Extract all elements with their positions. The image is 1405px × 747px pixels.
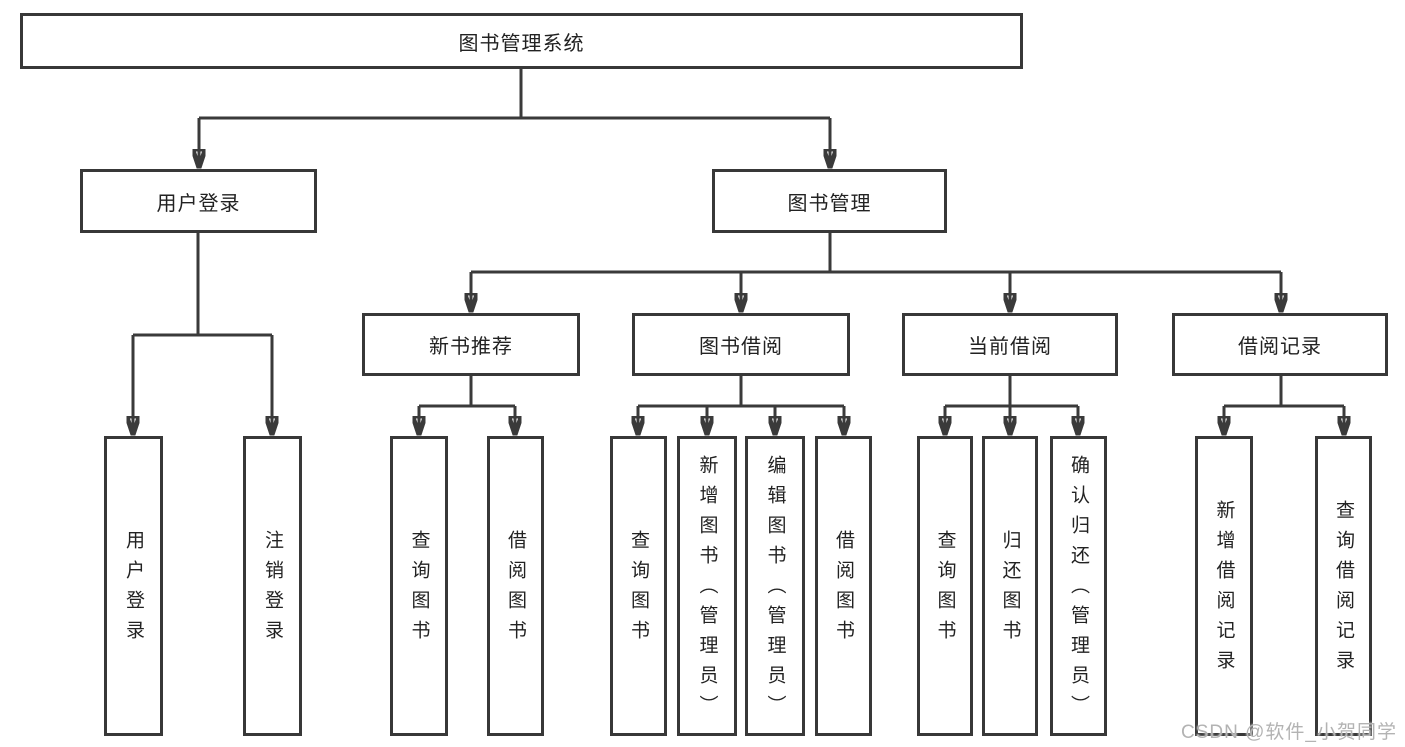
- leaf-user-login: 用户登录: [104, 436, 163, 736]
- leaf-query-borrow-record: 查询借阅记录: [1315, 436, 1372, 736]
- node-new-book-recommend: 新书推荐: [362, 313, 580, 376]
- leaf-borrow-books-recommend: 借阅图书: [487, 436, 544, 736]
- node-current-borrowing: 当前借阅: [902, 313, 1118, 376]
- leaf-query-books-current: 查询图书: [917, 436, 973, 736]
- node-book-borrowing: 图书借阅: [632, 313, 850, 376]
- leaf-query-books-recommend: 查询图书: [390, 436, 448, 736]
- node-book-management: 图书管理: [712, 169, 947, 233]
- leaf-borrow-books-borrow: 借阅图书: [815, 436, 872, 736]
- node-borrowing-records: 借阅记录: [1172, 313, 1388, 376]
- leaf-return-books: 归还图书: [982, 436, 1038, 736]
- leaf-add-books-admin: 新增图书（管理员）: [677, 436, 737, 736]
- csdn-watermark: CSDN @软件_小贺同学: [1181, 722, 1397, 743]
- leaf-logout: 注销登录: [243, 436, 302, 736]
- leaf-add-borrow-record: 新增借阅记录: [1195, 436, 1253, 736]
- leaf-edit-books-admin: 编辑图书（管理员）: [745, 436, 805, 736]
- leaf-confirm-return-admin: 确认归还（管理员）: [1050, 436, 1107, 736]
- node-root: 图书管理系统: [20, 13, 1023, 69]
- node-user-login: 用户登录: [80, 169, 317, 233]
- leaf-query-books-borrow: 查询图书: [610, 436, 667, 736]
